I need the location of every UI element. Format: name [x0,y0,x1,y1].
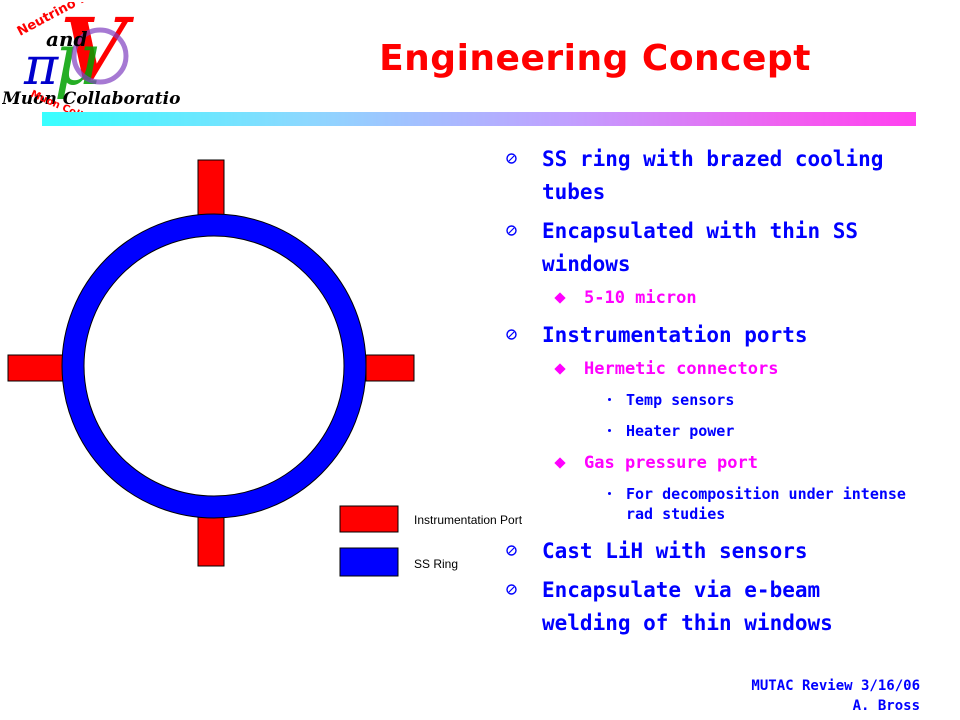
bullet-text: Instrumentation ports [542,323,808,347]
sub-sub-bullet-text: Temp sensors [626,391,735,409]
sub-sub-bullet-item: Temp sensors [500,390,920,410]
ring-diagram: Instrumentation Port SS Ring [7,159,523,577]
diamond-bullet-icon [554,292,566,304]
circle-bullet-icon [506,153,517,164]
logo-main-text: Muon Collaboration [2,89,180,109]
bullet-text: Cast LiH with sensors [542,539,808,563]
legend-ring-swatch [339,547,399,577]
ss-ring [62,214,366,518]
circle-bullet-icon [506,584,517,595]
bullet-item: Encapsulate via e-beam welding of thin w… [500,574,920,640]
port-right [365,354,415,382]
logo-pi-letter: π [23,37,59,97]
sub-sub-bullet-text: Heater power [626,422,735,440]
ss-ring-outer-edge [61,213,367,519]
footer-review-line: MUTAC Review 3/16/06 [751,678,920,694]
sub-bullet-item: Hermetic connectors [500,358,920,380]
bullet-text: Encapsulated with thin SS windows [542,219,859,276]
diamond-bullet-icon [554,363,566,375]
sub-bullet-text: Hermetic connectors [584,359,779,379]
bullet-text: Encapsulate via e-beam welding of thin w… [542,578,833,635]
bullet-list: SS ring with brazed cooling tubes Encaps… [500,143,920,646]
bullet-item: Cast LiH with sensors [500,535,920,568]
ss-ring-inner-edge [83,235,345,497]
sub-bullet-text: Gas pressure port [584,453,758,473]
legend-ring-label: SS Ring [414,557,458,571]
slide-footer: MUTAC Review 3/16/06 A. Bross [751,676,920,716]
dot-bullet-icon [608,492,611,495]
dot-bullet-icon [608,398,611,401]
logo-and-text: and [46,27,88,51]
sub-sub-bullet-text: For decomposition under intense rad stud… [626,485,906,523]
port-left [7,354,65,382]
port-top [197,159,225,217]
circle-bullet-icon [506,545,517,556]
circle-bullet-icon [506,329,517,340]
sub-bullet-item: 5-10 micron [500,287,920,309]
sub-bullet-text: 5-10 micron [584,288,697,308]
sub-bullet-item: Gas pressure port [500,452,920,474]
bullet-item: Encapsulated with thin SS windows [500,215,920,281]
sub-sub-bullet-item: For decomposition under intense rad stud… [500,484,920,524]
legend-port-swatch [339,505,399,533]
dot-bullet-icon [608,429,611,432]
legend-port-label: Instrumentation Port [414,513,523,527]
collaboration-logo: V μ π Neutrino Factory and Muon Collabor… [2,2,180,112]
header-gradient-bar [42,112,916,126]
logo-circle [71,27,129,85]
footer-author-line: A. Bross [852,698,920,714]
port-bottom [197,513,225,567]
bullet-text: SS ring with brazed cooling tubes [542,147,884,204]
sub-sub-bullet-item: Heater power [500,421,920,441]
circle-bullet-icon [506,225,517,236]
diamond-bullet-icon [554,457,566,469]
bullet-item: SS ring with brazed cooling tubes [500,143,920,209]
slide-title: Engineering Concept [379,38,811,79]
bullet-item: Instrumentation ports [500,319,920,352]
